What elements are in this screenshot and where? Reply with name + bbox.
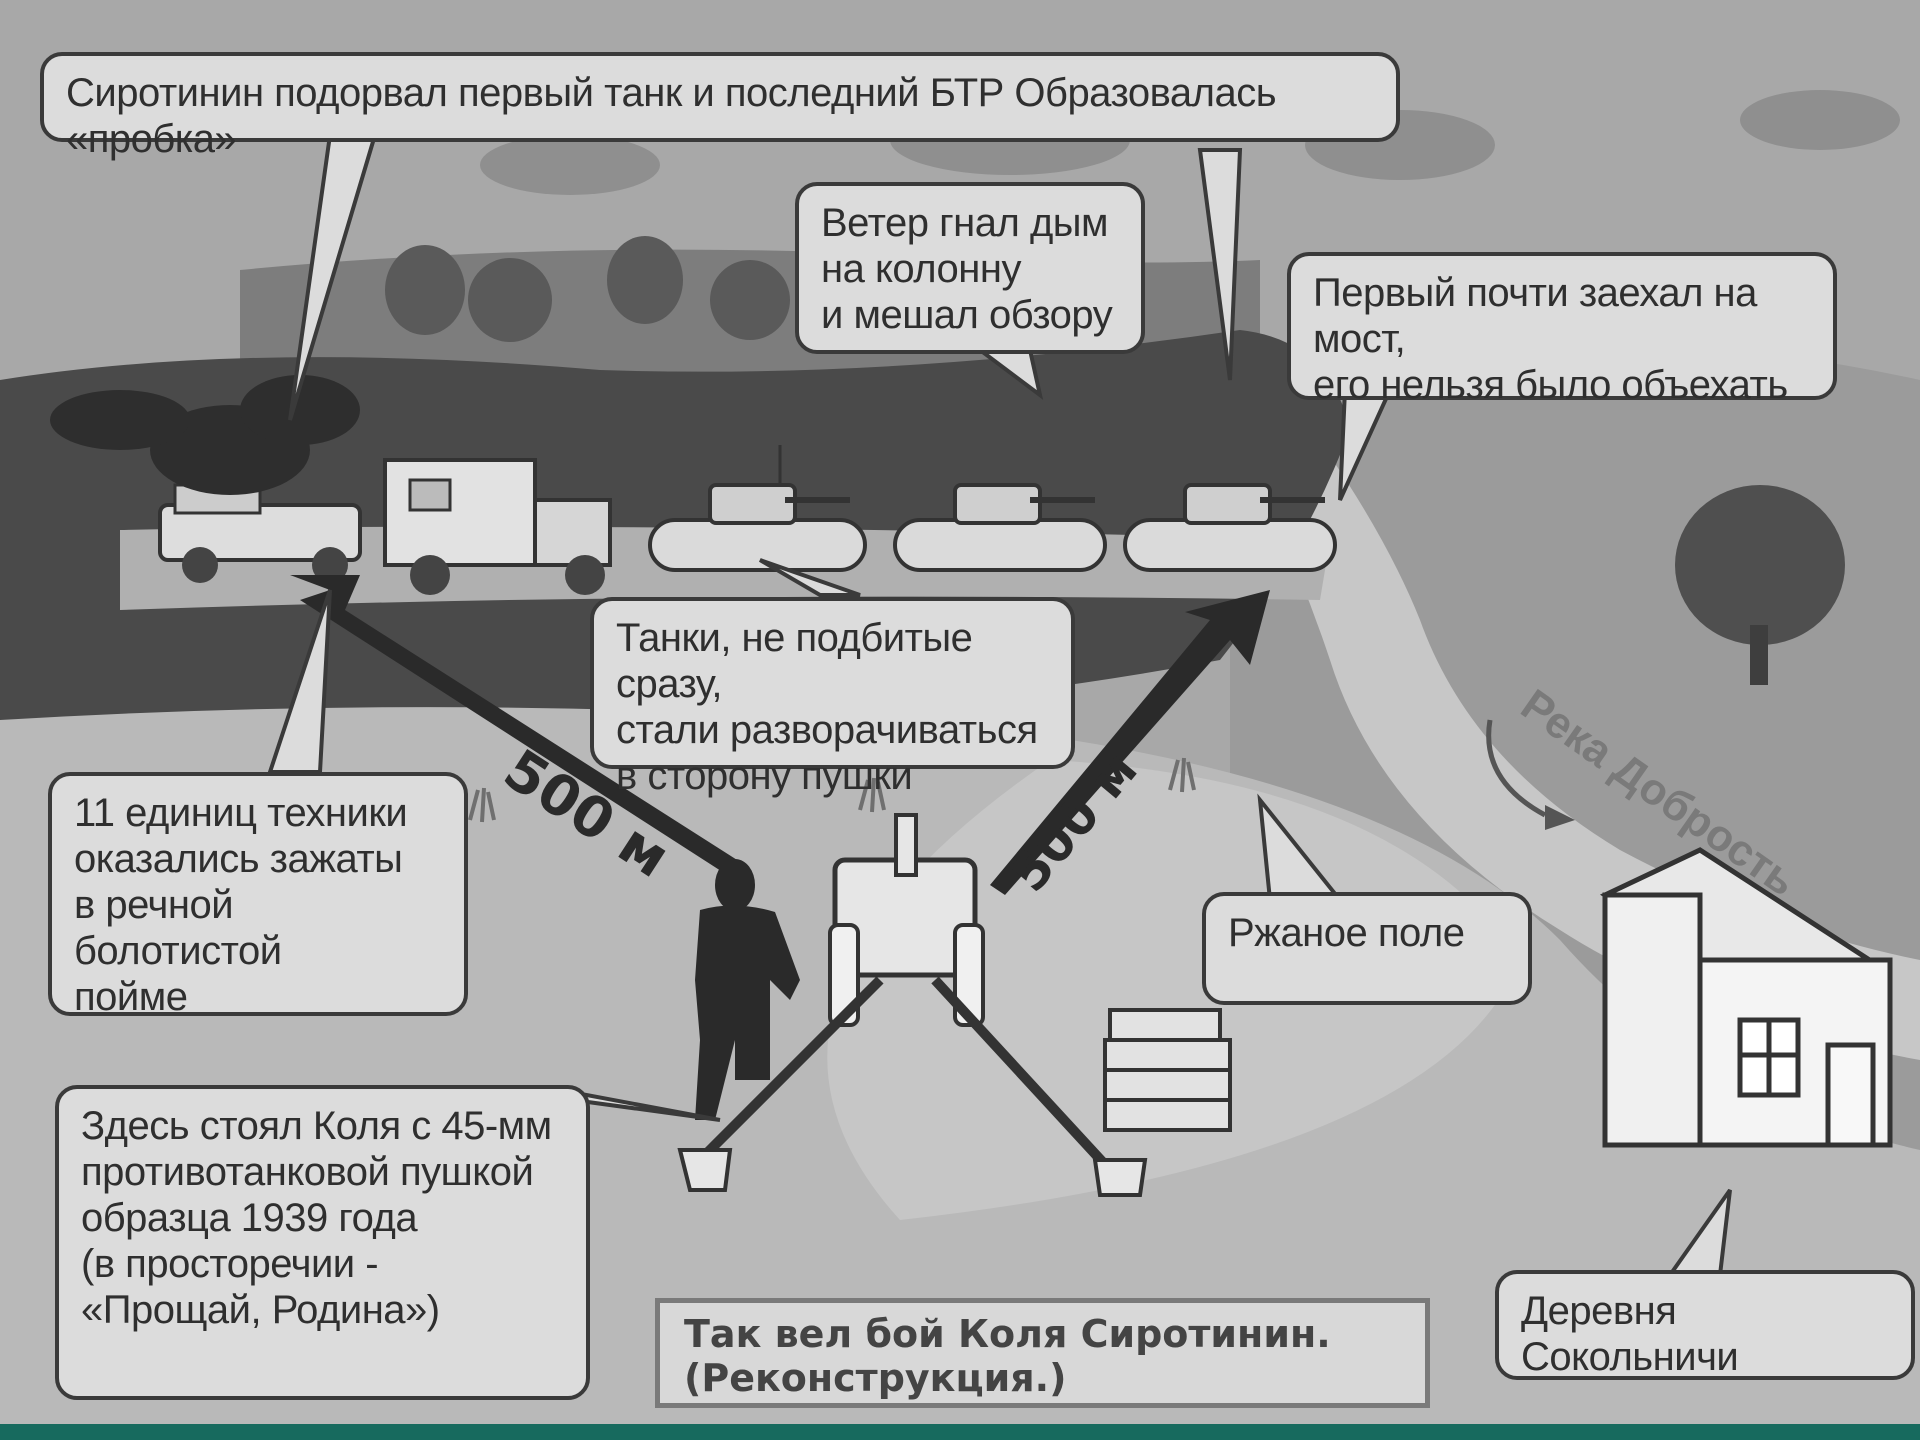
river-flow-arrow-icon <box>1486 719 1547 818</box>
bottom-bar <box>0 1424 1920 1440</box>
right-tree <box>1675 485 1845 685</box>
callout-top: Сиротинин подорвал первый танк и последн… <box>40 52 1400 161</box>
ammo-crates <box>1103 1008 1232 1132</box>
anti-tank-gun <box>677 813 1148 1197</box>
village-house <box>1599 847 1893 1148</box>
vehicle-tank-3 <box>1123 483 1337 572</box>
callout-rye-field: Ржаное поле <box>1202 892 1532 1005</box>
fire-arrows <box>290 575 1270 895</box>
diagram-caption: Так вел бой Коля Сиротинин. (Реконструкц… <box>655 1298 1430 1408</box>
callout-eleven-vehicles: 11 единиц техники оказались зажаты в реч… <box>48 772 468 1019</box>
callout-bridge: Первый почти заехал на мост, его нельзя … <box>1287 252 1837 407</box>
callout-gun-position: Здесь стоял Коля с 45-мм противотанковой… <box>55 1085 590 1400</box>
smoke-plume <box>50 375 360 495</box>
grass-tufts <box>468 757 1196 823</box>
soldier-figure <box>695 859 800 1120</box>
callout-wind: Ветер гнал дым на колонну и мешал обзору <box>795 182 1145 354</box>
callout-tanks-turn: Танки, не подбитые сразу, стали разворач… <box>590 597 1075 798</box>
river-arrowhead-icon <box>1545 805 1575 830</box>
vehicle-truck <box>383 458 612 595</box>
vehicle-tank-2 <box>893 483 1107 572</box>
tree-line <box>385 236 790 342</box>
callout-tails <box>267 133 1732 1277</box>
callout-village: Деревня Сокольничи <box>1495 1270 1915 1380</box>
vehicle-tank-1 <box>648 445 867 572</box>
